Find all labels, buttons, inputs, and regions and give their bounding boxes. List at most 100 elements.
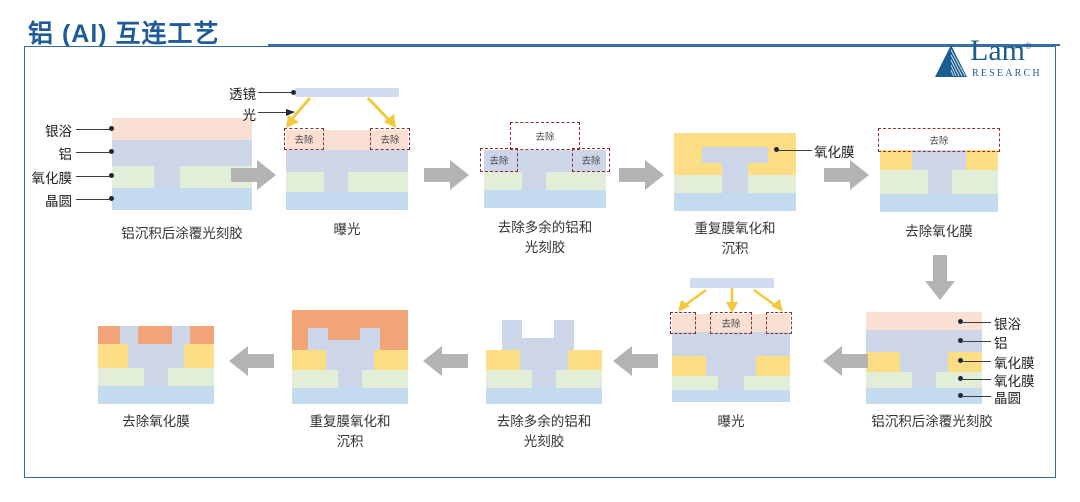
step-6: 银浴 铝 氧化膜 氧化膜 晶圆 铝沉积后涂覆光刻胶	[866, 312, 1035, 429]
step-1-stack: 银浴 铝 氧化膜 晶圆	[32, 118, 252, 210]
layer-aluminum-mid	[128, 344, 184, 368]
layer-oxide-yellow-right	[966, 150, 998, 170]
step-4-caption-line-2: 沉积	[721, 241, 749, 256]
flow-arrow-7-left	[613, 346, 658, 376]
step-3-stack: 去除 去除 去除	[480, 122, 610, 208]
layer-oxide-yellow-right	[756, 356, 790, 376]
step-6-stack: 银浴 铝 氧化膜 氧化膜 晶圆	[866, 312, 1035, 406]
layer-photoresist	[286, 130, 408, 150]
step-3-caption: 去除多余的铝和 光刻胶	[498, 218, 593, 258]
layer-aluminum-tshape-top	[702, 147, 768, 163]
layer-aluminum-tshape-stem	[722, 163, 748, 193]
step-4-stack: 氧化膜	[674, 133, 855, 211]
step-9: 重复膜氧化和 沉积	[292, 310, 408, 449]
remove-box-center: 去除	[710, 312, 752, 334]
leader-dot-photoresist	[958, 319, 963, 324]
light-arrow-right	[366, 96, 396, 128]
leader-line-oxide	[76, 175, 110, 177]
leader-line-wafer	[76, 198, 110, 200]
layer-wafer	[674, 193, 796, 211]
remove-box-left: 去除	[284, 128, 324, 150]
layer-aluminum-stem	[912, 372, 936, 388]
remove-box-top: 去除	[878, 128, 1000, 152]
lam-research-logo: Lam® RESEARCH	[934, 34, 1056, 84]
leader-line-oxide	[778, 149, 812, 151]
layer-oxide-left	[880, 170, 928, 194]
step-7: 去除 曝光	[670, 278, 792, 429]
label-aluminum: 铝	[994, 336, 1008, 351]
layer-aluminum-stem	[718, 376, 744, 390]
layer-aluminum-stem	[144, 368, 168, 386]
flow-arrow-8-left	[423, 346, 468, 376]
title-underline	[268, 44, 1060, 46]
step-3: 去除 去除 去除 去除多余的铝和 光刻胶	[480, 122, 610, 255]
label-oxide-lower: 氧化膜	[994, 374, 1035, 389]
step-7-stack: 去除	[670, 278, 792, 402]
step-3-caption-line-2: 光刻胶	[524, 240, 566, 255]
step-6-caption: 铝沉积后涂覆光刻胶	[871, 414, 993, 429]
remove-box-left: 去除	[480, 148, 518, 172]
flow-arrow-5-down	[925, 255, 955, 300]
light-arrow-left	[678, 288, 707, 312]
layer-aluminum-stem	[338, 370, 362, 388]
layer-aluminum	[112, 140, 252, 166]
leader-line-oxide-upper	[963, 360, 991, 362]
step-8-caption: 去除多余的铝和 光刻胶	[497, 412, 592, 452]
layer-aluminum	[672, 332, 790, 356]
leader-line-aluminum	[76, 151, 110, 153]
leader-line-oxide-lower	[963, 378, 991, 380]
light-arrow-right	[753, 288, 783, 312]
step-2: 透镜 光 去除 去除 曝光	[229, 87, 410, 237]
leader-dot-oxide-upper	[958, 358, 963, 363]
layer-oxide-yellow-left	[866, 352, 900, 372]
flow-arrow-6-left	[823, 346, 868, 376]
flow-arrow-3	[619, 160, 664, 190]
leader-dot-aluminum	[109, 149, 114, 154]
step-4: 氧化膜 重复膜氧化和 沉积	[674, 133, 855, 256]
label-wafer: 晶圆	[994, 391, 1021, 406]
layer-wafer	[486, 388, 602, 404]
label-wafer: 晶圆	[45, 194, 72, 209]
layer-aluminum-bridge	[308, 340, 380, 350]
flow-arrow-1	[231, 160, 276, 190]
step-4-caption: 重复膜氧化和 沉积	[695, 219, 776, 259]
layer-aluminum-mid	[326, 350, 374, 370]
layer-oxide-yellow-left	[672, 356, 706, 376]
logo-trademark: ®	[1024, 41, 1032, 51]
step-9-caption: 重复膜氧化和 沉积	[310, 412, 391, 452]
step-9-stack	[292, 310, 408, 404]
step-5-stack: 去除	[878, 128, 1000, 212]
remove-box-top: 去除	[510, 122, 580, 150]
step-5: 去除 去除氧化膜	[878, 128, 1000, 239]
remove-box-right: 去除	[572, 148, 610, 172]
step-3-caption-line-1: 去除多余的铝和	[497, 220, 593, 235]
step-8-stack	[486, 320, 602, 404]
layer-wafer	[286, 192, 408, 210]
step-9-caption-line-2: 沉积	[336, 434, 364, 449]
step-4-caption-line-1: 重复膜氧化和	[694, 221, 776, 236]
layer-oxide-green-left	[672, 376, 718, 390]
layer-oxide-yellow-right	[948, 352, 982, 372]
layer-oxide-left	[112, 166, 154, 188]
leader-line-light	[258, 112, 288, 113]
flow-arrow-2	[424, 160, 469, 190]
leader-line-lens	[258, 92, 292, 93]
lam-triangle-icon	[935, 45, 967, 77]
step-8: 去除多余的铝和 光刻胶	[486, 320, 602, 449]
layer-orange-left	[98, 326, 120, 344]
flow-arrow-4	[824, 160, 869, 190]
layer-oxide-right	[952, 170, 998, 194]
layer-aluminum-bridge	[502, 338, 574, 350]
step-2-caption: 曝光	[333, 222, 361, 237]
layer-oxide-green-right	[168, 368, 214, 386]
logo-wordmark: Lam®	[970, 34, 1032, 67]
layer-wafer	[880, 194, 998, 212]
leader-line-photoresist	[76, 128, 110, 130]
layer-oxide-yellow-left	[98, 344, 128, 368]
label-aluminum: 铝	[58, 147, 73, 162]
remove-box-right	[766, 312, 792, 334]
layer-oxide-green-right	[556, 370, 602, 388]
leader-line-aluminum	[963, 340, 991, 342]
label-photoresist: 银浴	[45, 124, 72, 139]
